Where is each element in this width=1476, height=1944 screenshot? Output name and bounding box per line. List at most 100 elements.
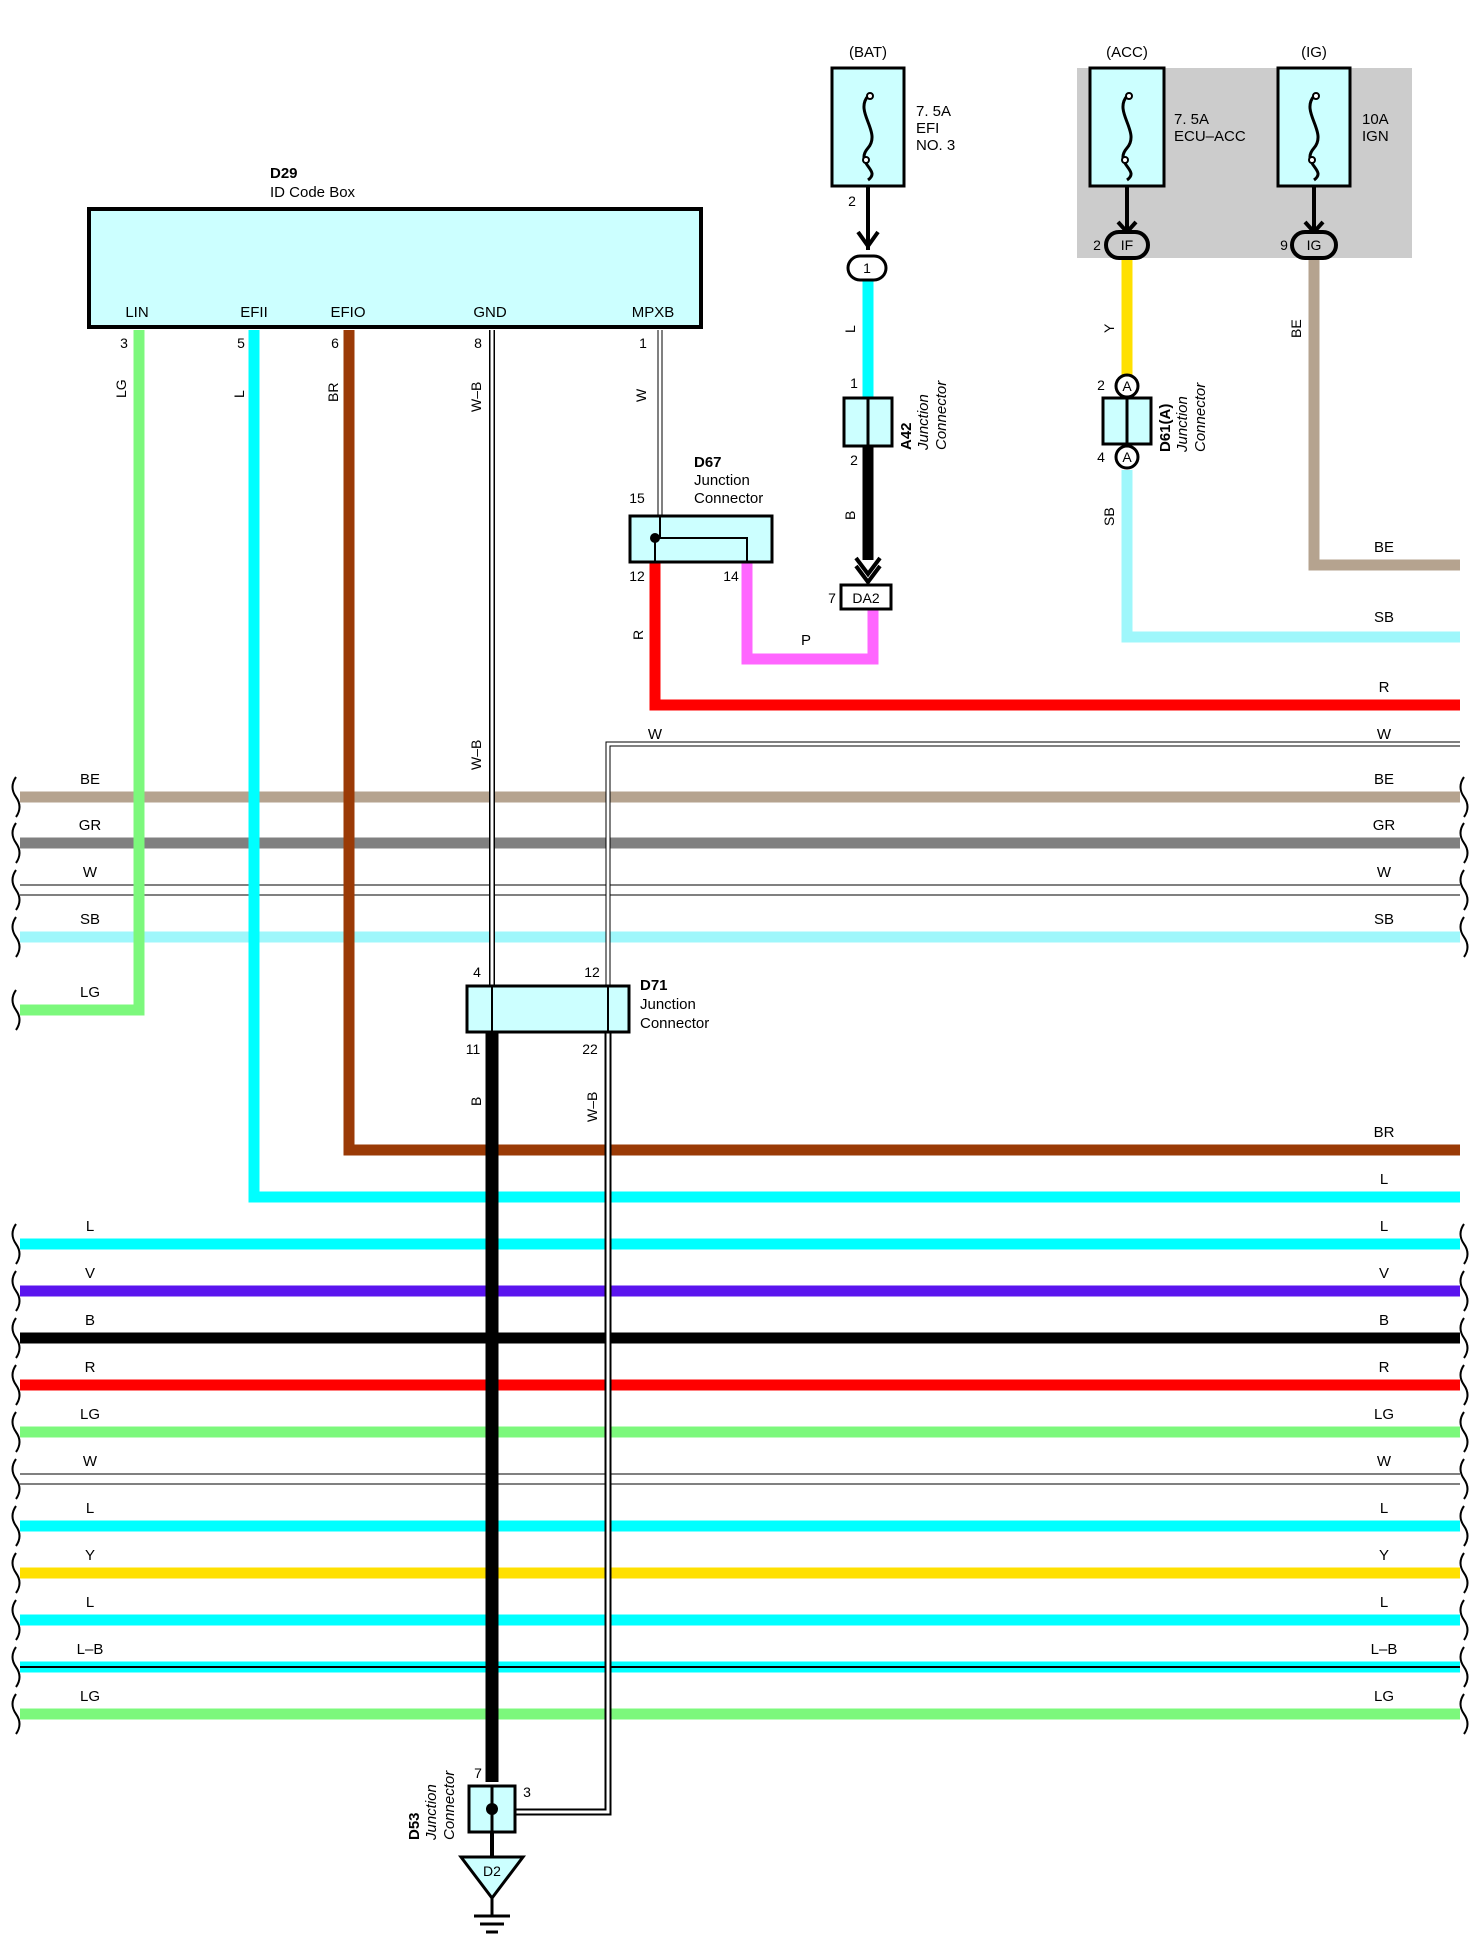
- d67-line1: Junction: [694, 472, 750, 489]
- bus-bottom-3-break-right: [1459, 1364, 1469, 1406]
- d67-code: D67: [694, 454, 722, 471]
- bus-bottom-5-label-right: W: [1377, 1453, 1392, 1470]
- bus-bottom-8-break-right: [1459, 1599, 1469, 1641]
- d61-mark-out: A: [1122, 449, 1132, 465]
- fuse-ecu-acc: [1088, 66, 1166, 188]
- d71-line2: Connector: [640, 1015, 709, 1032]
- d67-pin-in: 15: [629, 490, 645, 506]
- bat-label: (BAT): [849, 44, 887, 61]
- bus-bottom-10-label-left: LG: [80, 1688, 100, 1705]
- ig-connector-label: IG: [1307, 237, 1322, 253]
- bus-bottom-0-break-right: [1459, 1223, 1469, 1265]
- bus-top-1-break-left: [11, 822, 21, 864]
- bus-bottom-8-break-left: [11, 1599, 21, 1641]
- bus-bottom-7-break-left: [11, 1552, 21, 1594]
- bus-top-1-break-right: [1459, 822, 1469, 864]
- right-label-l: L: [1380, 1171, 1388, 1188]
- bus-bottom-6-break-right: [1459, 1505, 1469, 1547]
- bus-bottom-7-label-left: Y: [85, 1547, 95, 1564]
- terminal-da2: [839, 583, 893, 611]
- d61-pin-in: 2: [1097, 377, 1105, 393]
- bus-bottom-0-label-left: L: [86, 1218, 94, 1235]
- bus-top-3-label-right: SB: [1374, 911, 1394, 928]
- d61-line2: Connector: [1192, 382, 1209, 452]
- bus-bottom-2-label-left: B: [85, 1312, 95, 1329]
- bus-top-2-break-left: [11, 869, 21, 911]
- junction-a42: [842, 396, 894, 448]
- d53-code: D53: [406, 1812, 423, 1840]
- right-label-w: W: [1377, 726, 1392, 743]
- bus-bottom-2-label-right: B: [1379, 1312, 1389, 1329]
- d53-pin-7: 7: [474, 1765, 482, 1781]
- d61-wire-ig: BE: [1288, 319, 1304, 338]
- bus-bottom-10-label-right: LG: [1374, 1688, 1394, 1705]
- pin-name-efio: EFIO: [330, 304, 365, 321]
- wire-d71-w: [605, 741, 1460, 986]
- bus-bottom-4-label-right: LG: [1374, 1406, 1394, 1423]
- pin-num-efii: 5: [237, 335, 245, 351]
- wire-ig-be: [1308, 258, 1460, 571]
- right-label-r: R: [1379, 679, 1390, 696]
- wire-d67-r: [649, 562, 1460, 711]
- right-label-w-left: W: [648, 726, 663, 743]
- bus-top-0-break-right: [1459, 776, 1469, 818]
- bus-top-1-label-right: GR: [1373, 817, 1396, 834]
- pin-name-gnd: GND: [473, 304, 507, 321]
- bus-bottom-5-label-left: W: [83, 1453, 98, 1470]
- d71-pin-11: 11: [466, 1041, 481, 1057]
- bus-bottom-1-label-right: V: [1379, 1265, 1389, 1282]
- d71-pin-4: 4: [473, 964, 481, 980]
- d67-wire-p: P: [801, 632, 811, 649]
- bus-bottom-1-break-right: [1459, 1270, 1469, 1312]
- bus-bottom-1-label-left: V: [85, 1265, 95, 1282]
- d61-code: D61(A): [1157, 404, 1174, 452]
- d67-pin-p: 14: [723, 568, 739, 584]
- wire-label-lin: LG: [113, 379, 129, 398]
- junction-d67: [628, 514, 774, 564]
- bat-fuse-name-2: NO. 3: [916, 137, 955, 154]
- ig-pin: 9: [1280, 237, 1288, 253]
- right-label-be: BE: [1374, 539, 1394, 556]
- d67-pin-r: 12: [629, 568, 645, 584]
- d53-line2: Connector: [441, 1770, 458, 1840]
- d67-line2: Connector: [694, 490, 763, 507]
- d67-wire-r: R: [630, 630, 646, 640]
- d71-wire-b: B: [468, 1097, 484, 1106]
- d61-wire-out: SB: [1101, 507, 1117, 526]
- bus-top-2-label-left: W: [83, 864, 98, 881]
- d71-pin-12: 12: [584, 964, 600, 980]
- acc-pin: 2: [1093, 237, 1101, 253]
- bus-bottom-4-label-left: LG: [80, 1406, 100, 1423]
- connector-if: [1104, 230, 1150, 260]
- bus-bottom-0-label-right: L: [1380, 1218, 1388, 1235]
- ig-fuse-amp: 10A: [1362, 111, 1389, 128]
- bus-top-1-label-left: GR: [79, 817, 102, 834]
- wire-lin-lg: [20, 330, 145, 1016]
- wire-label-efii: L: [231, 390, 247, 398]
- bus-bottom-9-break-right: [1459, 1646, 1469, 1688]
- ig-label: (IG): [1301, 44, 1327, 61]
- bus-bottom-2-break-left: [11, 1317, 21, 1359]
- pin-num-gnd: 8: [474, 335, 482, 351]
- bus-bottom-5-break-left: [11, 1458, 21, 1500]
- d71-wire-wb: W–B: [584, 1092, 600, 1122]
- a42-code: A42: [898, 422, 915, 450]
- bus-bottom-3-break-left: [11, 1364, 21, 1406]
- bat-fuse-name-1: EFI: [916, 120, 939, 137]
- a42-wire-out: B: [842, 511, 858, 520]
- bat-pin: 2: [848, 193, 856, 209]
- bus-bottom-5-break-right: [1459, 1458, 1469, 1500]
- acc-label: (ACC): [1106, 44, 1148, 61]
- bus-bottom-3-label-left: R: [85, 1359, 96, 1376]
- a42-line1: Junction: [915, 394, 932, 451]
- d71-code: D71: [640, 977, 668, 994]
- d71-pin-22: 22: [582, 1041, 598, 1057]
- wire-label-efio: BR: [325, 383, 341, 402]
- bat-fuse-amp: 7. 5A: [916, 103, 951, 120]
- bus-bottom-6-label-right: L: [1380, 1500, 1388, 1517]
- bus-top-0-label-right: BE: [1374, 771, 1394, 788]
- acc-fuse-amp: 7. 5A: [1174, 111, 1209, 128]
- d61-mark-in: A: [1122, 378, 1132, 394]
- bus-top-3-break-right: [1459, 916, 1469, 958]
